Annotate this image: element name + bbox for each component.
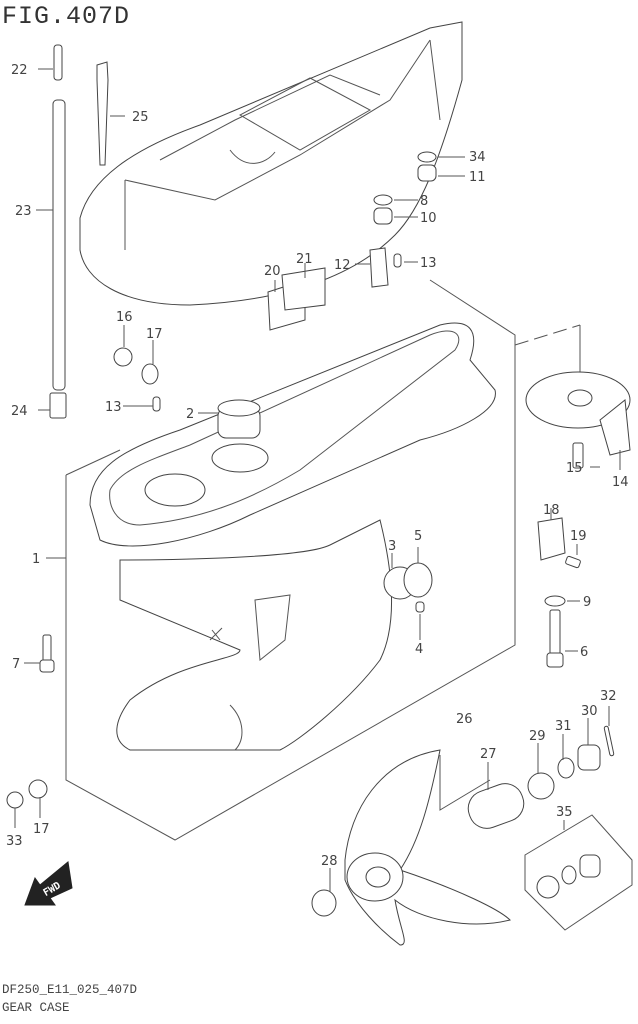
callout-23: 23 bbox=[15, 204, 32, 219]
fwd-arrow-icon: FWD bbox=[24, 861, 73, 906]
callout-4: 4 bbox=[415, 642, 423, 657]
gear-case-housing-part[interactable] bbox=[89, 322, 496, 751]
callouts: 22 25 23 24 16 17 13 2 20 21 12 13 34 11… bbox=[6, 63, 629, 869]
callout-15: 15 bbox=[566, 461, 583, 476]
callout-28: 28 bbox=[321, 854, 338, 869]
figure-code: DF250_E11_025_407D bbox=[2, 983, 138, 997]
callout-18: 18 bbox=[543, 503, 560, 518]
callout-5: 5 bbox=[414, 529, 422, 544]
callout-13b: 13 bbox=[420, 256, 437, 271]
callout-19: 19 bbox=[570, 529, 587, 544]
callout-30: 30 bbox=[581, 704, 598, 719]
callout-31: 31 bbox=[555, 719, 572, 734]
figure-name: GEAR CASE bbox=[2, 1001, 70, 1015]
callout-25: 25 bbox=[132, 110, 149, 125]
callout-6: 6 bbox=[580, 645, 588, 660]
figure-title: FIG.407D bbox=[2, 2, 131, 31]
callout-16: 16 bbox=[116, 310, 133, 325]
callout-33: 33 bbox=[6, 834, 23, 849]
callout-32: 32 bbox=[600, 689, 617, 704]
small-parts[interactable] bbox=[6, 151, 584, 809]
callout-2: 2 bbox=[186, 407, 194, 422]
callout-35: 35 bbox=[556, 805, 573, 820]
callout-26: 26 bbox=[456, 712, 473, 727]
callout-21: 21 bbox=[296, 252, 313, 267]
callout-3: 3 bbox=[388, 539, 396, 554]
callout-22: 22 bbox=[11, 63, 28, 78]
callout-17b: 17 bbox=[33, 822, 50, 837]
leader-lines bbox=[14, 68, 621, 892]
callout-17a: 17 bbox=[146, 327, 163, 342]
callout-12: 12 bbox=[334, 258, 351, 273]
cable-tie-part[interactable] bbox=[96, 61, 109, 166]
callout-27: 27 bbox=[480, 747, 497, 762]
callout-13a: 13 bbox=[105, 400, 122, 415]
callout-24: 24 bbox=[11, 404, 28, 419]
callout-29: 29 bbox=[529, 729, 546, 744]
prop-hardware-part[interactable] bbox=[311, 725, 633, 931]
trim-tab-part[interactable] bbox=[525, 371, 631, 456]
callout-8: 8 bbox=[420, 194, 428, 209]
callout-11: 11 bbox=[469, 170, 486, 185]
callout-1: 1 bbox=[32, 552, 40, 567]
propeller-part[interactable] bbox=[344, 749, 511, 946]
upper-cover-part[interactable] bbox=[79, 21, 463, 306]
callout-20: 20 bbox=[264, 264, 281, 279]
callout-9: 9 bbox=[583, 595, 591, 610]
shift-rod-part[interactable] bbox=[49, 44, 67, 419]
callout-10: 10 bbox=[420, 211, 437, 226]
callout-7: 7 bbox=[12, 657, 20, 672]
callout-34: 34 bbox=[469, 150, 486, 165]
callout-14: 14 bbox=[612, 475, 629, 490]
assembly-frame bbox=[65, 279, 581, 841]
